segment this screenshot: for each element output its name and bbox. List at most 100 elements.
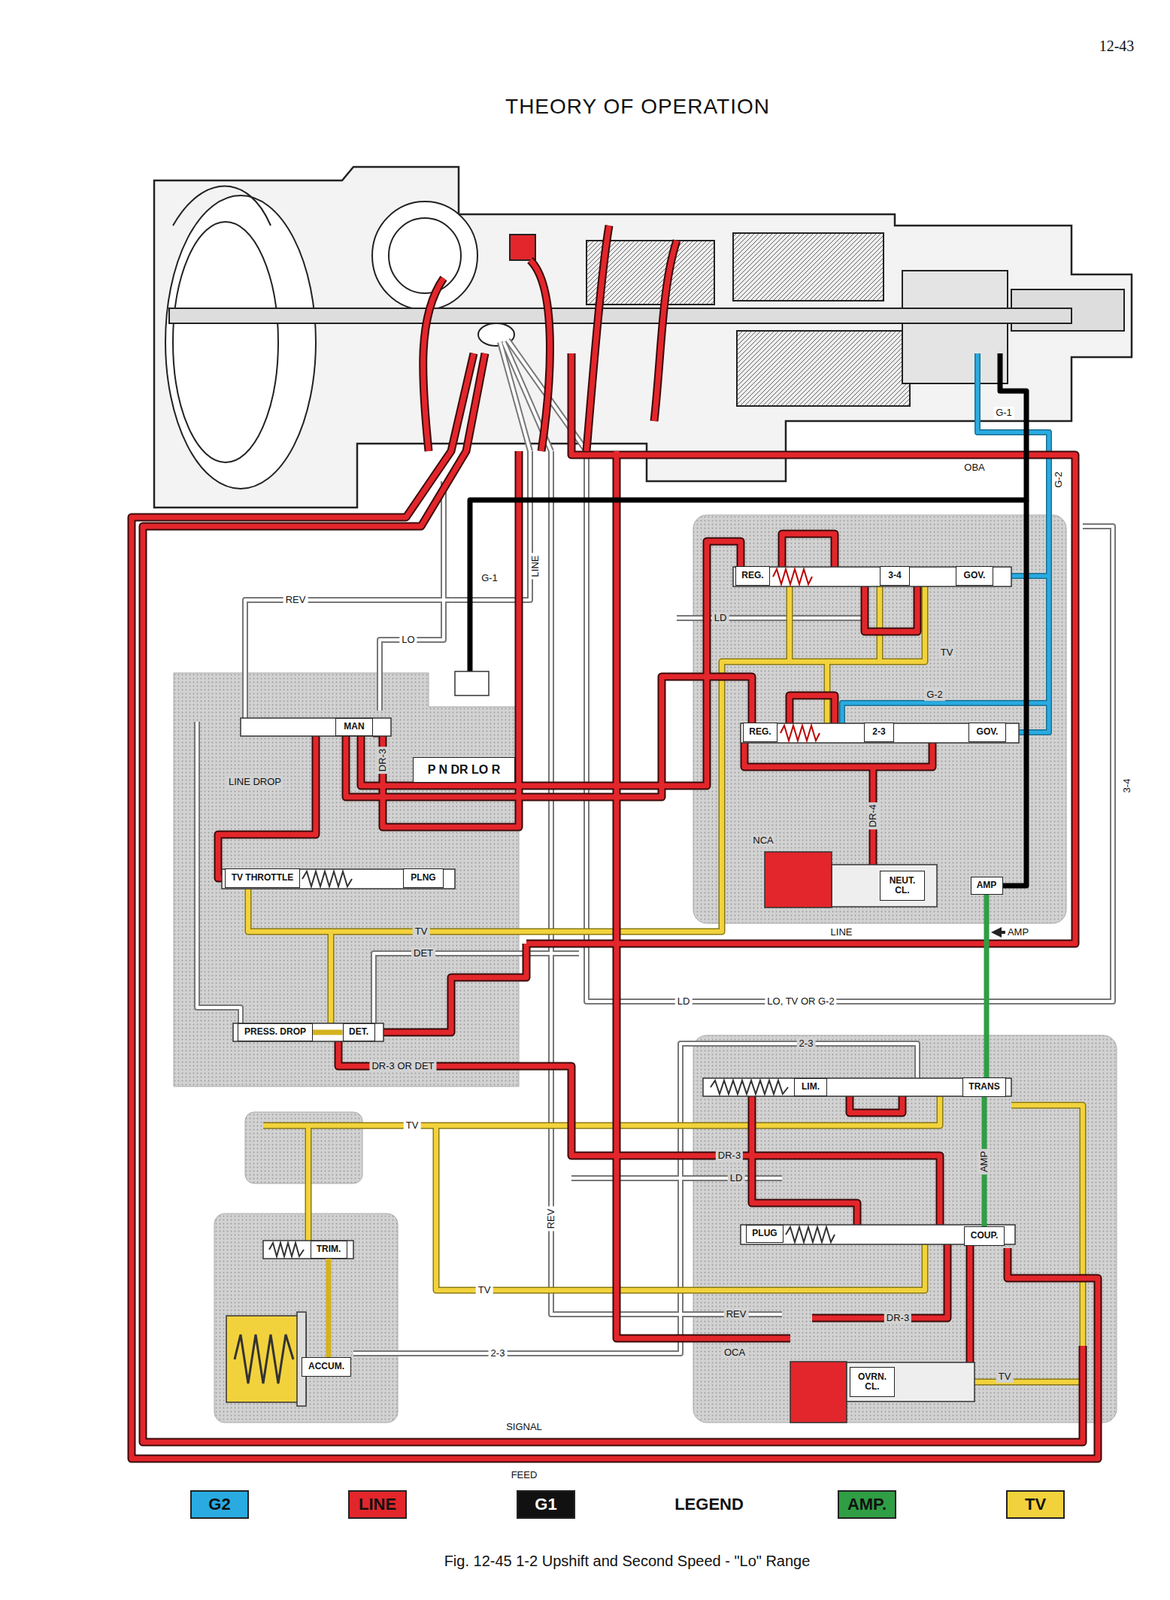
passage-label: LEGEND [672, 1494, 746, 1515]
valve-bore [740, 723, 1019, 743]
legend-swatch: LINE [348, 1490, 407, 1519]
valve-label: COUP. [963, 1226, 1005, 1246]
valve-label: MAN [335, 718, 373, 737]
passage-label: LO [399, 633, 417, 646]
passage-label: LINE [529, 553, 542, 580]
valve-label: PLUG [745, 1224, 784, 1243]
valve-label: 3-4 [879, 566, 910, 586]
legend-text: AMP. [847, 1494, 887, 1515]
valve-body-panel [693, 1035, 1117, 1423]
valve-name: AMP [976, 880, 998, 891]
transmission-section [172, 186, 271, 227]
valve-name: DET. [348, 1027, 369, 1037]
valve-name: LIM. [801, 1082, 820, 1092]
transmission-section [169, 308, 1072, 324]
passage-label: AMP [1005, 926, 1031, 939]
valve-bore [703, 1078, 1012, 1097]
valve-name: REG. [748, 727, 771, 737]
valve-label: TRANS [962, 1077, 1007, 1098]
valve-name: ACCUM. [308, 1361, 345, 1372]
legend-text: TV [1024, 1494, 1046, 1515]
passage-label: DR-4 [866, 802, 880, 830]
passage-label: REV [545, 1206, 558, 1232]
empty-passage [197, 339, 1113, 1354]
g1-passage [469, 353, 1027, 886]
passage-label: REV [724, 1308, 749, 1321]
valve-name: PLNG [410, 872, 436, 883]
transmission-section [736, 330, 910, 407]
valve-spring [785, 1227, 835, 1243]
valve-name: 2-3 [872, 727, 886, 737]
valve-name: P N DR LO R [427, 763, 501, 777]
legend-text: LINE [358, 1494, 397, 1515]
valve-bore [764, 851, 832, 908]
valve-name: PRESS. DROP [244, 1027, 307, 1037]
valve-body-panel [173, 515, 1117, 1423]
valve-bore [226, 1315, 307, 1403]
valve-bore [240, 718, 392, 737]
valve-label: OVRN. CL. [849, 1367, 895, 1398]
transmission-section [388, 218, 461, 294]
valve-name: GOV. [963, 570, 986, 581]
passage-label: 3-4 [1121, 776, 1134, 796]
passage-label: G-1 [478, 572, 501, 585]
transmission-section [165, 195, 316, 489]
passage-label: TV [938, 646, 956, 659]
passage-label: TV [475, 1284, 494, 1297]
passage-label: G-2 [924, 688, 946, 701]
valve-label: TV THROTTLE [224, 868, 301, 889]
valve-name: TV THROTTLE [231, 872, 295, 883]
line-label: AMP [978, 1148, 991, 1175]
valve-spring [234, 1334, 294, 1384]
valve-label: 2-3 [863, 722, 895, 743]
valve-spring [269, 1242, 304, 1257]
valve-spring [710, 1080, 789, 1095]
legend-text: G2 [208, 1494, 231, 1515]
legend-text: G1 [534, 1494, 557, 1515]
passage-label: TV [403, 1119, 422, 1132]
valve-label: REG. [735, 566, 770, 586]
valve-bore [221, 566, 1019, 1423]
legend-swatch: G1 [516, 1490, 576, 1519]
valve-name: TRANS [968, 1082, 1000, 1092]
passage-label: LO, TV OR G-2 [764, 995, 837, 1008]
transmission-section [902, 270, 1008, 384]
transmission-section [733, 233, 884, 301]
legend-swatch: TV [1006, 1490, 1065, 1519]
passage-label: DR-3 OR DET [369, 1060, 437, 1073]
valve-bore [846, 1362, 975, 1402]
line-passage [131, 225, 1098, 1459]
g2-passage [842, 353, 1049, 733]
valve-name: OVRN. CL. [854, 1372, 890, 1392]
valve-bore [733, 566, 1012, 587]
passage-label: G-2 [1052, 469, 1065, 491]
valve-label: LIM. [794, 1078, 828, 1097]
hydraulic-line [312, 1030, 343, 1036]
valve-spring [780, 725, 820, 741]
g2-passage [842, 353, 1049, 733]
valve-name: TRIM. [316, 1244, 342, 1255]
passage-label: 2-3 [488, 1347, 508, 1360]
valve-label: P N DR LO R [412, 757, 516, 783]
valve-name: COUP. [970, 1230, 998, 1241]
valve-name: GOV. [976, 727, 999, 737]
valve-bore [790, 1361, 847, 1423]
line-passage [131, 225, 1098, 1459]
passage-label: OBA [961, 461, 987, 474]
valve-label: PRESS. DROP [237, 1023, 313, 1042]
valve-label: DET. [342, 1023, 376, 1042]
empty-passage [197, 339, 1113, 1354]
valve-label: ACCUM. [301, 1357, 352, 1377]
valve-spring [234, 569, 835, 1384]
valve-spring [302, 871, 352, 887]
valve-bore [221, 869, 455, 889]
passage-label: FEED [509, 1469, 540, 1482]
page-title: THEORY OF OPERATION [505, 94, 770, 119]
valve-name: REG. [741, 570, 764, 581]
valve-body-panel [173, 672, 519, 1087]
valve-spring [772, 569, 813, 585]
